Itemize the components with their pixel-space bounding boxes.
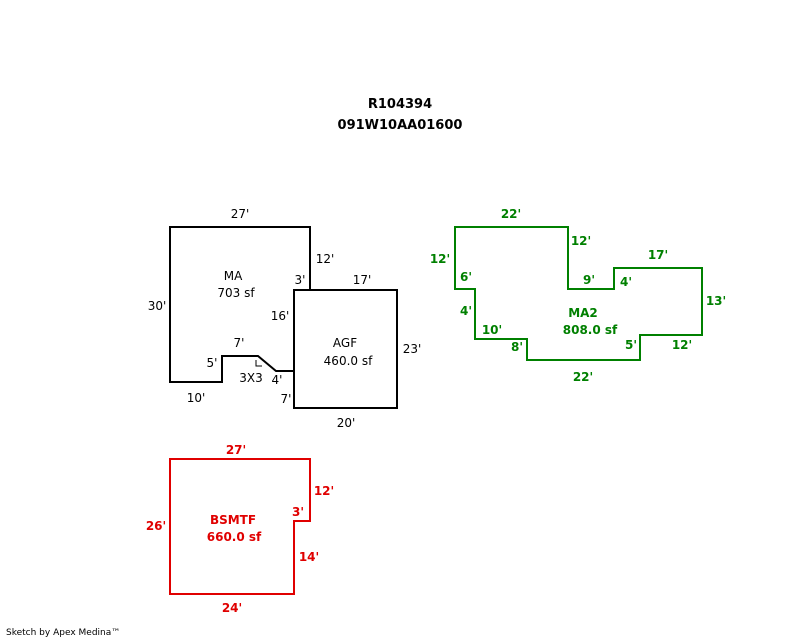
porch-name: 3X3 xyxy=(239,371,263,385)
dim-ma-notch: 3' xyxy=(295,273,306,287)
bsmtf-outline xyxy=(169,458,311,595)
agf-name: AGF xyxy=(333,336,357,350)
dim-ma2-top: 22' xyxy=(501,207,521,221)
dim-ma2-bottom: 22' xyxy=(573,370,593,384)
ma-area: 703 sf xyxy=(217,286,255,300)
dim-ma2-s5: 5' xyxy=(625,338,637,352)
parcel-id: R104394 xyxy=(367,97,433,112)
dim-ma-right: 12' xyxy=(316,252,335,266)
dim-bsmtf-top: 27' xyxy=(226,443,246,457)
dim-ma2-left: 12' xyxy=(430,252,450,266)
dim-ma2-s3: 10' xyxy=(482,323,502,337)
dim-ma-side: 16' xyxy=(271,309,290,323)
dim-agf-bottom: 20' xyxy=(337,416,356,430)
dim-ma2-right: 13' xyxy=(706,294,726,308)
dim-ma-lower: 7' xyxy=(281,392,292,406)
dim-ma-bottom: 10' xyxy=(187,391,206,405)
dim-ma-diag: 4' xyxy=(272,373,283,387)
bsmtf-name: BSMTF xyxy=(210,513,256,527)
dim-ma2-s7: 9' xyxy=(583,273,595,287)
dim-bsmtf-left: 26' xyxy=(146,519,166,533)
map-number: 091W10AA01600 xyxy=(337,118,463,133)
dim-ma2-s4: 8' xyxy=(511,340,523,354)
dim-ma2-s2: 4' xyxy=(460,304,472,318)
ma2-name: MA2 xyxy=(568,306,598,320)
agf-outline xyxy=(293,289,398,409)
dim-agf-top: 17' xyxy=(353,273,372,287)
dim-ma2-r1: 12' xyxy=(571,234,591,248)
dim-bsmtf-r2: 14' xyxy=(299,550,319,564)
ma-name: MA xyxy=(224,269,243,283)
main-building-group: MA 703 sf AGF 460.0 sf 3X3 27' 30' 12' 3… xyxy=(148,207,422,430)
ma-outline xyxy=(169,226,311,383)
dim-ma2-top2: 17' xyxy=(648,248,668,262)
dim-ma-left: 30' xyxy=(148,299,167,313)
dim-bsmtf-bottom: 24' xyxy=(222,601,242,615)
ma2-area: 808.0 sf xyxy=(563,323,618,337)
sketch-credit: Sketch by Apex Medina™ xyxy=(6,628,121,638)
ma2-group: MA2 808.0 sf 22' 12' 12' 6' 4' 10' 8' 22… xyxy=(430,207,726,384)
dim-ma-step: 7' xyxy=(234,336,245,350)
agf-area: 460.0 sf xyxy=(324,354,373,368)
dim-bsmtf-r1: 12' xyxy=(314,484,334,498)
bsmtf-group: BSMTF 660.0 sf 27' 26' 12' 3' 14' 24' xyxy=(146,443,334,615)
dim-ma2-s6: 12' xyxy=(672,338,692,352)
dim-ma-step-left: 5' xyxy=(207,356,218,370)
dim-agf-right: 23' xyxy=(403,342,422,356)
bsmtf-area: 660.0 sf xyxy=(207,530,262,544)
ma2-outline xyxy=(454,226,703,361)
dim-ma-top: 27' xyxy=(231,207,250,221)
dim-ma2-s8: 4' xyxy=(620,275,632,289)
dim-ma2-s1: 6' xyxy=(460,270,472,284)
dim-bsmtf-notch: 3' xyxy=(292,505,304,519)
porch-marker xyxy=(255,360,262,367)
